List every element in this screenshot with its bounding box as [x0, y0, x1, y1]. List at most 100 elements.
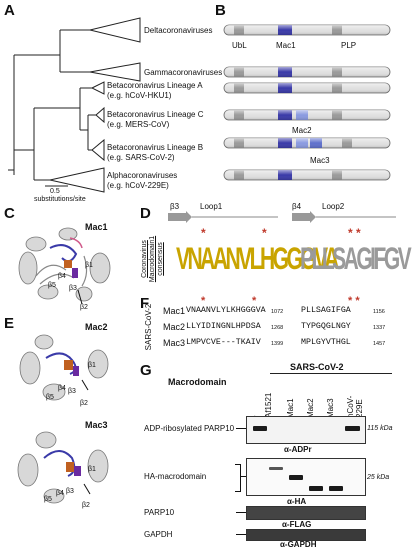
clade-example: (e.g. hCoV-HKU1)	[107, 91, 172, 100]
strand-label: β2	[82, 502, 90, 509]
panel-label-f: F	[140, 295, 150, 312]
panel-label-e: E	[4, 315, 15, 332]
protein-bar-shading	[224, 138, 390, 148]
strand-label: β4	[56, 490, 64, 497]
loop1-label: Loop1	[200, 202, 223, 211]
blot-flag	[246, 506, 366, 520]
blot-band	[253, 426, 267, 431]
logo-star: *	[201, 226, 206, 240]
alignment-row-name: Mac3	[163, 338, 186, 348]
protein-bar-shading	[224, 110, 390, 120]
blot-left-label: HA-macrodomain	[144, 472, 207, 481]
secondary-structure-bar	[168, 211, 396, 223]
strand-label: β2	[80, 400, 88, 407]
lane-label: Mac2	[306, 398, 315, 418]
bracket	[235, 464, 241, 492]
protein-bar-shading	[224, 25, 390, 35]
blot-left-label: GAPDH	[144, 530, 173, 539]
blot-band	[345, 426, 360, 431]
domain-label-plp: PLP	[341, 41, 357, 50]
beta3-label: β3	[170, 202, 180, 211]
alignment-star: *	[252, 295, 257, 307]
panel-label-g: G	[140, 362, 152, 379]
protein-bar-shading	[224, 170, 390, 180]
beta4-label: β4	[292, 202, 302, 211]
band-arrow	[240, 476, 246, 477]
blot-band	[269, 467, 283, 470]
clade-label: Alphacoronaviruses	[107, 171, 178, 180]
band-arrow	[236, 534, 246, 535]
domain-label-mac1: Mac1	[276, 41, 296, 50]
band-arrow	[236, 428, 246, 429]
blot-title: SARS-CoV-2	[290, 362, 344, 372]
scale-bar-unit: substitutions/site	[34, 196, 86, 203]
alignment-seq-loop1: VNAANVLYLKHGGGVA	[186, 306, 266, 315]
domain-row	[223, 137, 391, 149]
antibody-label: α-GAPDH	[280, 540, 317, 549]
clade-triangle	[91, 138, 105, 162]
protein-bar-shading	[224, 67, 390, 77]
clade-label: Deltacoronaviruses	[144, 26, 213, 35]
alignment-seq-loop1: LMPVCVE---TKAIV	[186, 338, 261, 347]
antibody-label: α-ADPr	[284, 445, 312, 454]
domain-architecture	[223, 24, 391, 181]
strand-label: β1	[85, 262, 93, 269]
mac2-structure-image	[19, 334, 109, 401]
lane-label: Mac1	[286, 398, 295, 418]
logo-ylabel: Coronavirus Macrodomain1 consensus	[141, 235, 164, 283]
domain-label-ubl: UbL	[232, 41, 247, 50]
phylogenetic-tree	[8, 17, 141, 193]
alignment-star: * *	[348, 295, 360, 307]
alignment-position: 1337	[373, 325, 386, 331]
strand-label: β5	[48, 282, 56, 289]
strand-label: β3	[68, 388, 76, 395]
blot-header: Macrodomain	[168, 377, 227, 387]
protein-bar-shading	[224, 83, 390, 93]
strand-label: β1	[88, 466, 96, 473]
clade-label: Betacoronavirus Lineage C	[107, 110, 204, 119]
clade-triangle	[49, 167, 105, 193]
strand-label: β5	[44, 496, 52, 503]
alignment-position: 1268	[271, 325, 284, 331]
alignment-position: 1156	[373, 309, 385, 315]
blot-gapdh	[246, 529, 366, 541]
clade-triangle	[89, 17, 141, 43]
alignment-position: 1072	[271, 309, 284, 315]
blot-band	[289, 475, 303, 480]
alignment-row-name: Mac1	[163, 306, 186, 316]
domain-label-mac2: Mac2	[292, 126, 312, 135]
lane-label: Af1521	[264, 392, 273, 418]
blot-adpr	[246, 416, 366, 444]
clade-triangle	[89, 62, 141, 82]
clade-example: (e.g. hCoV-229E)	[107, 181, 169, 190]
scale-bar-value: 0.5	[50, 188, 60, 195]
alignment-seq-loop2: PLLSAGIFGA	[301, 306, 351, 315]
antibody-label: α-HA	[287, 497, 307, 506]
domain-row	[223, 109, 391, 121]
panel-label-a: A	[4, 2, 15, 19]
domain-row	[223, 66, 391, 78]
alignment-seq-loop2: TYPGQGLNGY	[301, 322, 351, 331]
clade-label: Gammacoronaviruses	[144, 68, 223, 77]
domain-row	[223, 24, 391, 36]
sequence-logo-loop1: VNAANVLHGGGVA	[176, 242, 339, 277]
alignment-star: *	[201, 295, 206, 307]
alignment-seq-loop2: MPLGYVTHGL	[301, 338, 351, 347]
domain-label-mac3: Mac3	[310, 156, 330, 165]
alignment-row-name: Mac2	[163, 322, 186, 332]
blot-ha	[246, 458, 366, 496]
panel-label-c: C	[4, 205, 15, 222]
strand-label: β3	[66, 488, 74, 495]
strand-label: β2	[80, 304, 88, 311]
mac3-structure-image	[17, 431, 109, 504]
clade-triangle	[90, 81, 105, 95]
alignment-virus-label: SARS-CoV-2	[144, 303, 153, 351]
strand-label: β4	[58, 385, 66, 392]
marker-115kda: 115 kDa	[367, 425, 393, 432]
blot-title-underline	[270, 373, 392, 374]
domain-row	[223, 82, 391, 94]
structure-title-mac2: Mac2	[85, 322, 108, 332]
clade-label: Betacoronavirus Lineage A	[107, 81, 203, 90]
blot-left-label: ADP-ribosylated PARP10	[144, 424, 235, 433]
lane-label: -	[250, 378, 260, 418]
